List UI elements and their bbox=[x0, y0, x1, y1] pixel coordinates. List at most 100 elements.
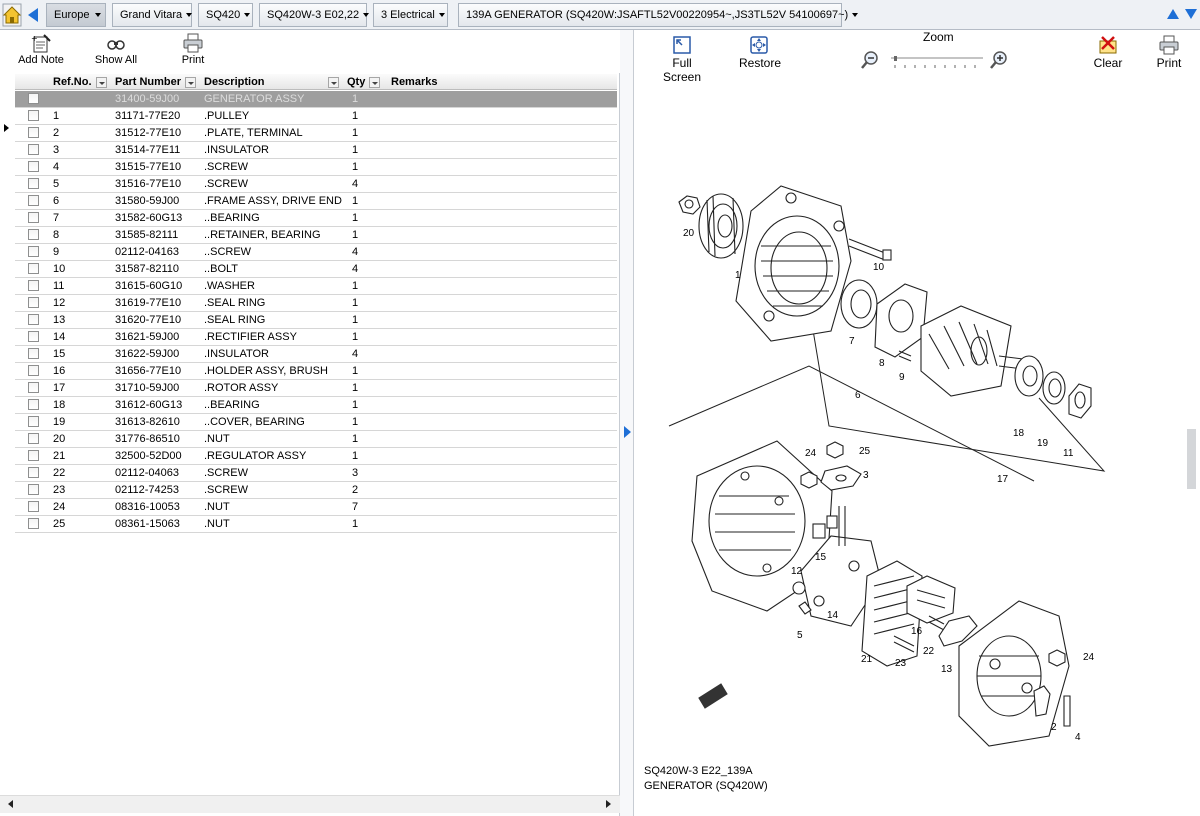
row-checkbox[interactable] bbox=[28, 297, 39, 308]
column-header-qty[interactable]: Qty bbox=[347, 75, 381, 89]
home-icon[interactable] bbox=[2, 3, 22, 27]
callout-label[interactable]: 24 bbox=[805, 448, 817, 459]
breadcrumb-region[interactable]: Europe bbox=[46, 3, 106, 27]
row-checkbox[interactable] bbox=[28, 450, 39, 461]
callout-label[interactable]: 15 bbox=[815, 552, 827, 563]
zoom-slider[interactable] bbox=[891, 56, 983, 68]
filter-dropdown-icon[interactable] bbox=[369, 76, 381, 88]
callout-label[interactable]: 16 bbox=[911, 626, 923, 637]
callout-label[interactable]: 1 bbox=[735, 270, 741, 281]
row-checkbox[interactable] bbox=[28, 212, 39, 223]
callout-label[interactable]: 7 bbox=[849, 336, 855, 347]
restore-button[interactable]: Restore bbox=[739, 35, 781, 70]
row-checkbox[interactable] bbox=[28, 399, 39, 410]
row-checkbox[interactable] bbox=[28, 416, 39, 427]
vertical-scrollbar[interactable] bbox=[1184, 74, 1200, 816]
scroll-right-icon[interactable] bbox=[606, 800, 611, 808]
add-note-button[interactable]: + Add Note bbox=[18, 34, 64, 66]
row-checkbox[interactable] bbox=[28, 348, 39, 359]
row-checkbox[interactable] bbox=[28, 246, 39, 257]
clear-button[interactable]: Clear bbox=[1093, 35, 1123, 70]
panel-splitter[interactable] bbox=[620, 30, 634, 816]
row-checkbox[interactable] bbox=[28, 178, 39, 189]
callout-label[interactable]: 2 bbox=[1051, 722, 1057, 733]
filter-dropdown-icon[interactable] bbox=[327, 76, 339, 88]
row-checkbox[interactable] bbox=[28, 382, 39, 393]
breadcrumb-type[interactable]: SQ420 bbox=[198, 3, 253, 27]
callout-label[interactable]: 8 bbox=[879, 358, 885, 369]
row-checkbox[interactable] bbox=[28, 93, 39, 104]
row-checkbox[interactable] bbox=[28, 263, 39, 274]
callout-label[interactable]: 4 bbox=[1075, 732, 1081, 743]
expand-right-icon[interactable] bbox=[624, 426, 631, 438]
callout-label[interactable]: 18 bbox=[1013, 428, 1025, 439]
breadcrumb-variant[interactable]: SQ420W-3 E02,22 bbox=[259, 3, 370, 27]
previous-figure-icon[interactable] bbox=[1166, 8, 1180, 23]
print-illustration-button[interactable]: Print bbox=[1153, 35, 1185, 70]
row-checkbox[interactable] bbox=[28, 144, 39, 155]
row-checkbox[interactable] bbox=[28, 161, 39, 172]
row-checkbox[interactable] bbox=[28, 467, 39, 478]
zoom-out-icon[interactable] bbox=[860, 50, 880, 73]
row-checkbox[interactable] bbox=[28, 195, 39, 206]
callout-label[interactable]: 13 bbox=[941, 664, 953, 675]
row-checkbox[interactable] bbox=[28, 280, 39, 291]
row-checkbox[interactable] bbox=[28, 331, 39, 342]
callout-label[interactable]: 9 bbox=[899, 372, 905, 383]
breadcrumb-group[interactable]: 3 Electrical bbox=[373, 3, 448, 27]
row-checkbox[interactable] bbox=[28, 314, 39, 325]
row-checkbox[interactable] bbox=[28, 127, 39, 138]
scroll-left-icon[interactable] bbox=[8, 800, 13, 808]
horizontal-scrollbar[interactable] bbox=[0, 795, 620, 813]
callout-label[interactable]: 10 bbox=[873, 262, 885, 273]
breadcrumb-figure[interactable]: 139A GENERATOR (SQ420W:JSAFTL52V00220954… bbox=[458, 3, 859, 27]
breadcrumb-model[interactable]: Grand Vitara bbox=[112, 3, 193, 27]
row-checkbox[interactable] bbox=[28, 229, 39, 240]
callout-label[interactable]: 24 bbox=[1083, 652, 1095, 663]
row-checkbox[interactable] bbox=[28, 518, 39, 529]
callout-label[interactable]: 17 bbox=[997, 474, 1009, 485]
column-header-remarks[interactable]: Remarks bbox=[391, 76, 438, 88]
print-list-button[interactable]: Print bbox=[176, 33, 210, 66]
callout-label[interactable]: 6 bbox=[855, 390, 861, 401]
callout-label[interactable]: 22 bbox=[923, 646, 935, 657]
callout-label[interactable]: 23 bbox=[895, 658, 907, 669]
callout-label[interactable]: 3 bbox=[863, 470, 869, 481]
filter-dropdown-icon[interactable] bbox=[95, 76, 107, 88]
callout-label[interactable]: 12 bbox=[791, 566, 803, 577]
row-checkbox[interactable] bbox=[28, 501, 39, 512]
callout-label[interactable]: 14 bbox=[827, 610, 839, 621]
row-checkbox[interactable] bbox=[28, 433, 39, 444]
filter-dropdown-icon[interactable] bbox=[185, 76, 197, 88]
column-header-description[interactable]: Description bbox=[204, 75, 339, 89]
callout-label[interactable]: 19 bbox=[1037, 438, 1049, 449]
back-arrow-icon[interactable] bbox=[25, 6, 41, 24]
scrollbar-thumb[interactable] bbox=[1187, 429, 1196, 489]
show-all-button[interactable]: Show All bbox=[93, 33, 139, 66]
column-header-part-number[interactable]: Part Number bbox=[115, 75, 197, 89]
